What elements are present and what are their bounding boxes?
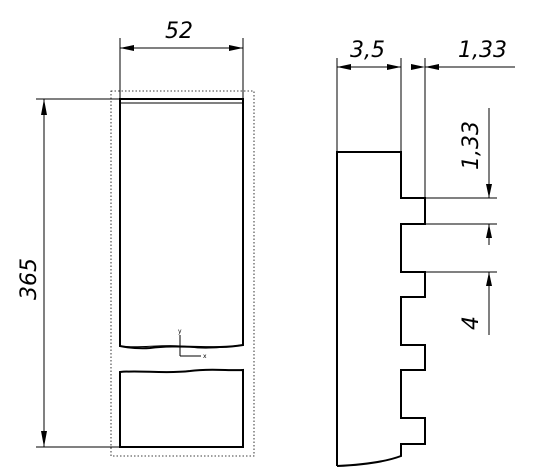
bounding-frame — [110, 90, 255, 457]
dim-width-label: 52 — [165, 19, 193, 44]
dim-pitch-label: 4 — [459, 316, 484, 330]
dim-tooth-height-label: 1,33 — [459, 121, 484, 170]
dim-step-width-label: 3,5 — [350, 38, 385, 63]
dim-width: 52 — [119, 19, 244, 99]
axis-y-label: y — [178, 328, 182, 335]
dim-tooth-height: 1,33 — [459, 108, 492, 245]
dim-height: 365 — [17, 98, 120, 448]
dim-tooth-depth: 1,33 — [411, 38, 515, 70]
dim-step-width: 3,5 — [337, 38, 401, 70]
dim-tooth-depth-label: 1,33 — [458, 38, 507, 63]
dim-height-label: 365 — [17, 258, 42, 300]
dim-pitch: 4 — [459, 272, 492, 335]
board-top-section — [119, 98, 244, 350]
left-view: y x 52 365 — [17, 19, 255, 457]
axis-x-label: x — [203, 353, 207, 360]
comb-profile — [336, 151, 426, 467]
board-bottom-section — [119, 368, 244, 448]
right-view: 3,5 1,33 1,33 4 — [336, 38, 515, 467]
axis-indicator: y x — [178, 328, 207, 360]
break-line — [119, 344, 244, 349]
